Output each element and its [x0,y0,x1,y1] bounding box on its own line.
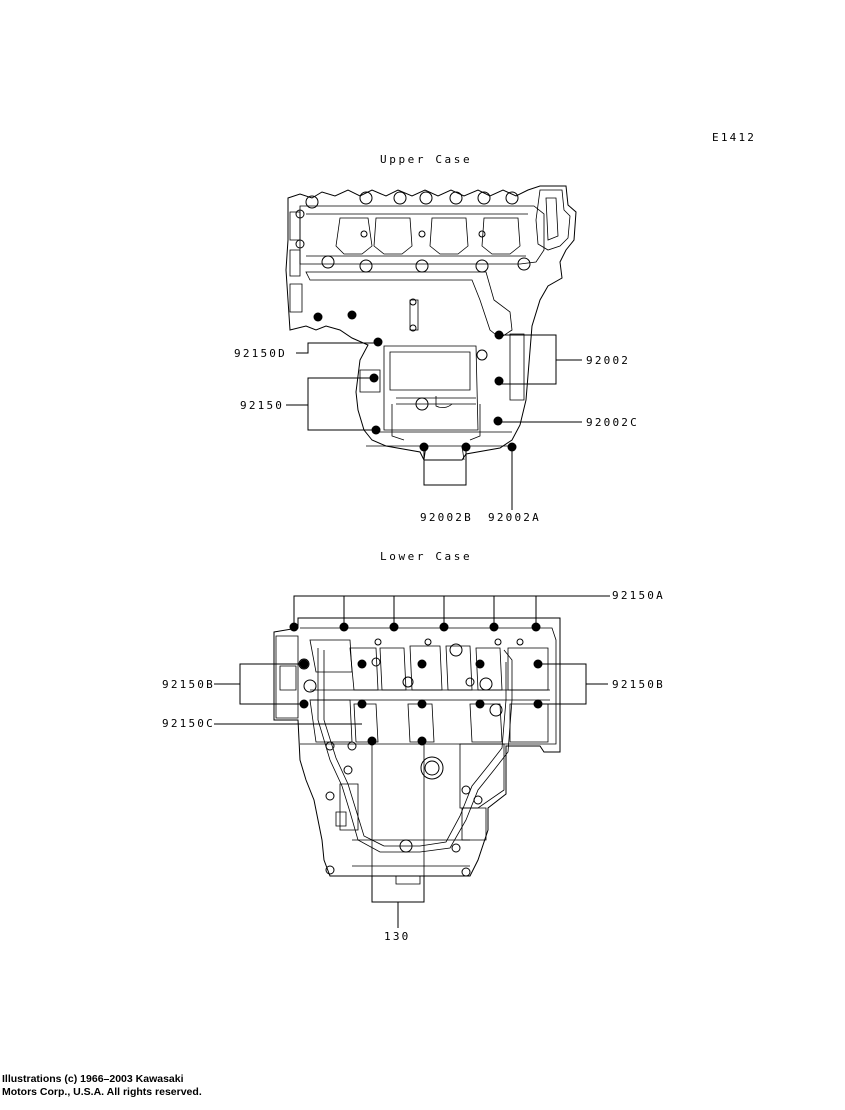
callout-92002A: 92002A [488,511,541,524]
callout-92002C: 92002C [586,416,639,429]
upper-leader-lines [286,334,582,510]
upper-top-bolts [305,191,531,273]
diagram-code: E1412 [712,131,756,144]
callout-92150C: 92150C [162,717,215,730]
copyright-line-1: Illustrations (c) 1966–2003 Kawasaki [2,1073,184,1085]
lower-case-title: Lower Case [380,550,472,563]
callout-92150A: 92150A [612,589,665,602]
callout-92150: 92150 [240,399,284,412]
callout-92150B-left: 92150B [162,678,215,691]
upper-case-drawing [285,185,577,461]
copyright-notice: Illustrations (c) 1966–2003 Kawasaki Mot… [2,1073,202,1099]
callout-92150B-right: 92150B [612,678,665,691]
lower-case-drawing [273,617,561,885]
callout-92002: 92002 [586,354,630,367]
callout-130: 130 [384,930,410,943]
callout-92002B: 92002B [420,511,473,524]
lower-leader-lines [214,595,610,928]
upper-case-title: Upper Case [380,153,472,166]
callout-92150D: 92150D [234,347,287,360]
copyright-line-2: Motors Corp., U.S.A. All rights reserved… [2,1086,202,1098]
lower-callout-bolts [289,622,543,746]
